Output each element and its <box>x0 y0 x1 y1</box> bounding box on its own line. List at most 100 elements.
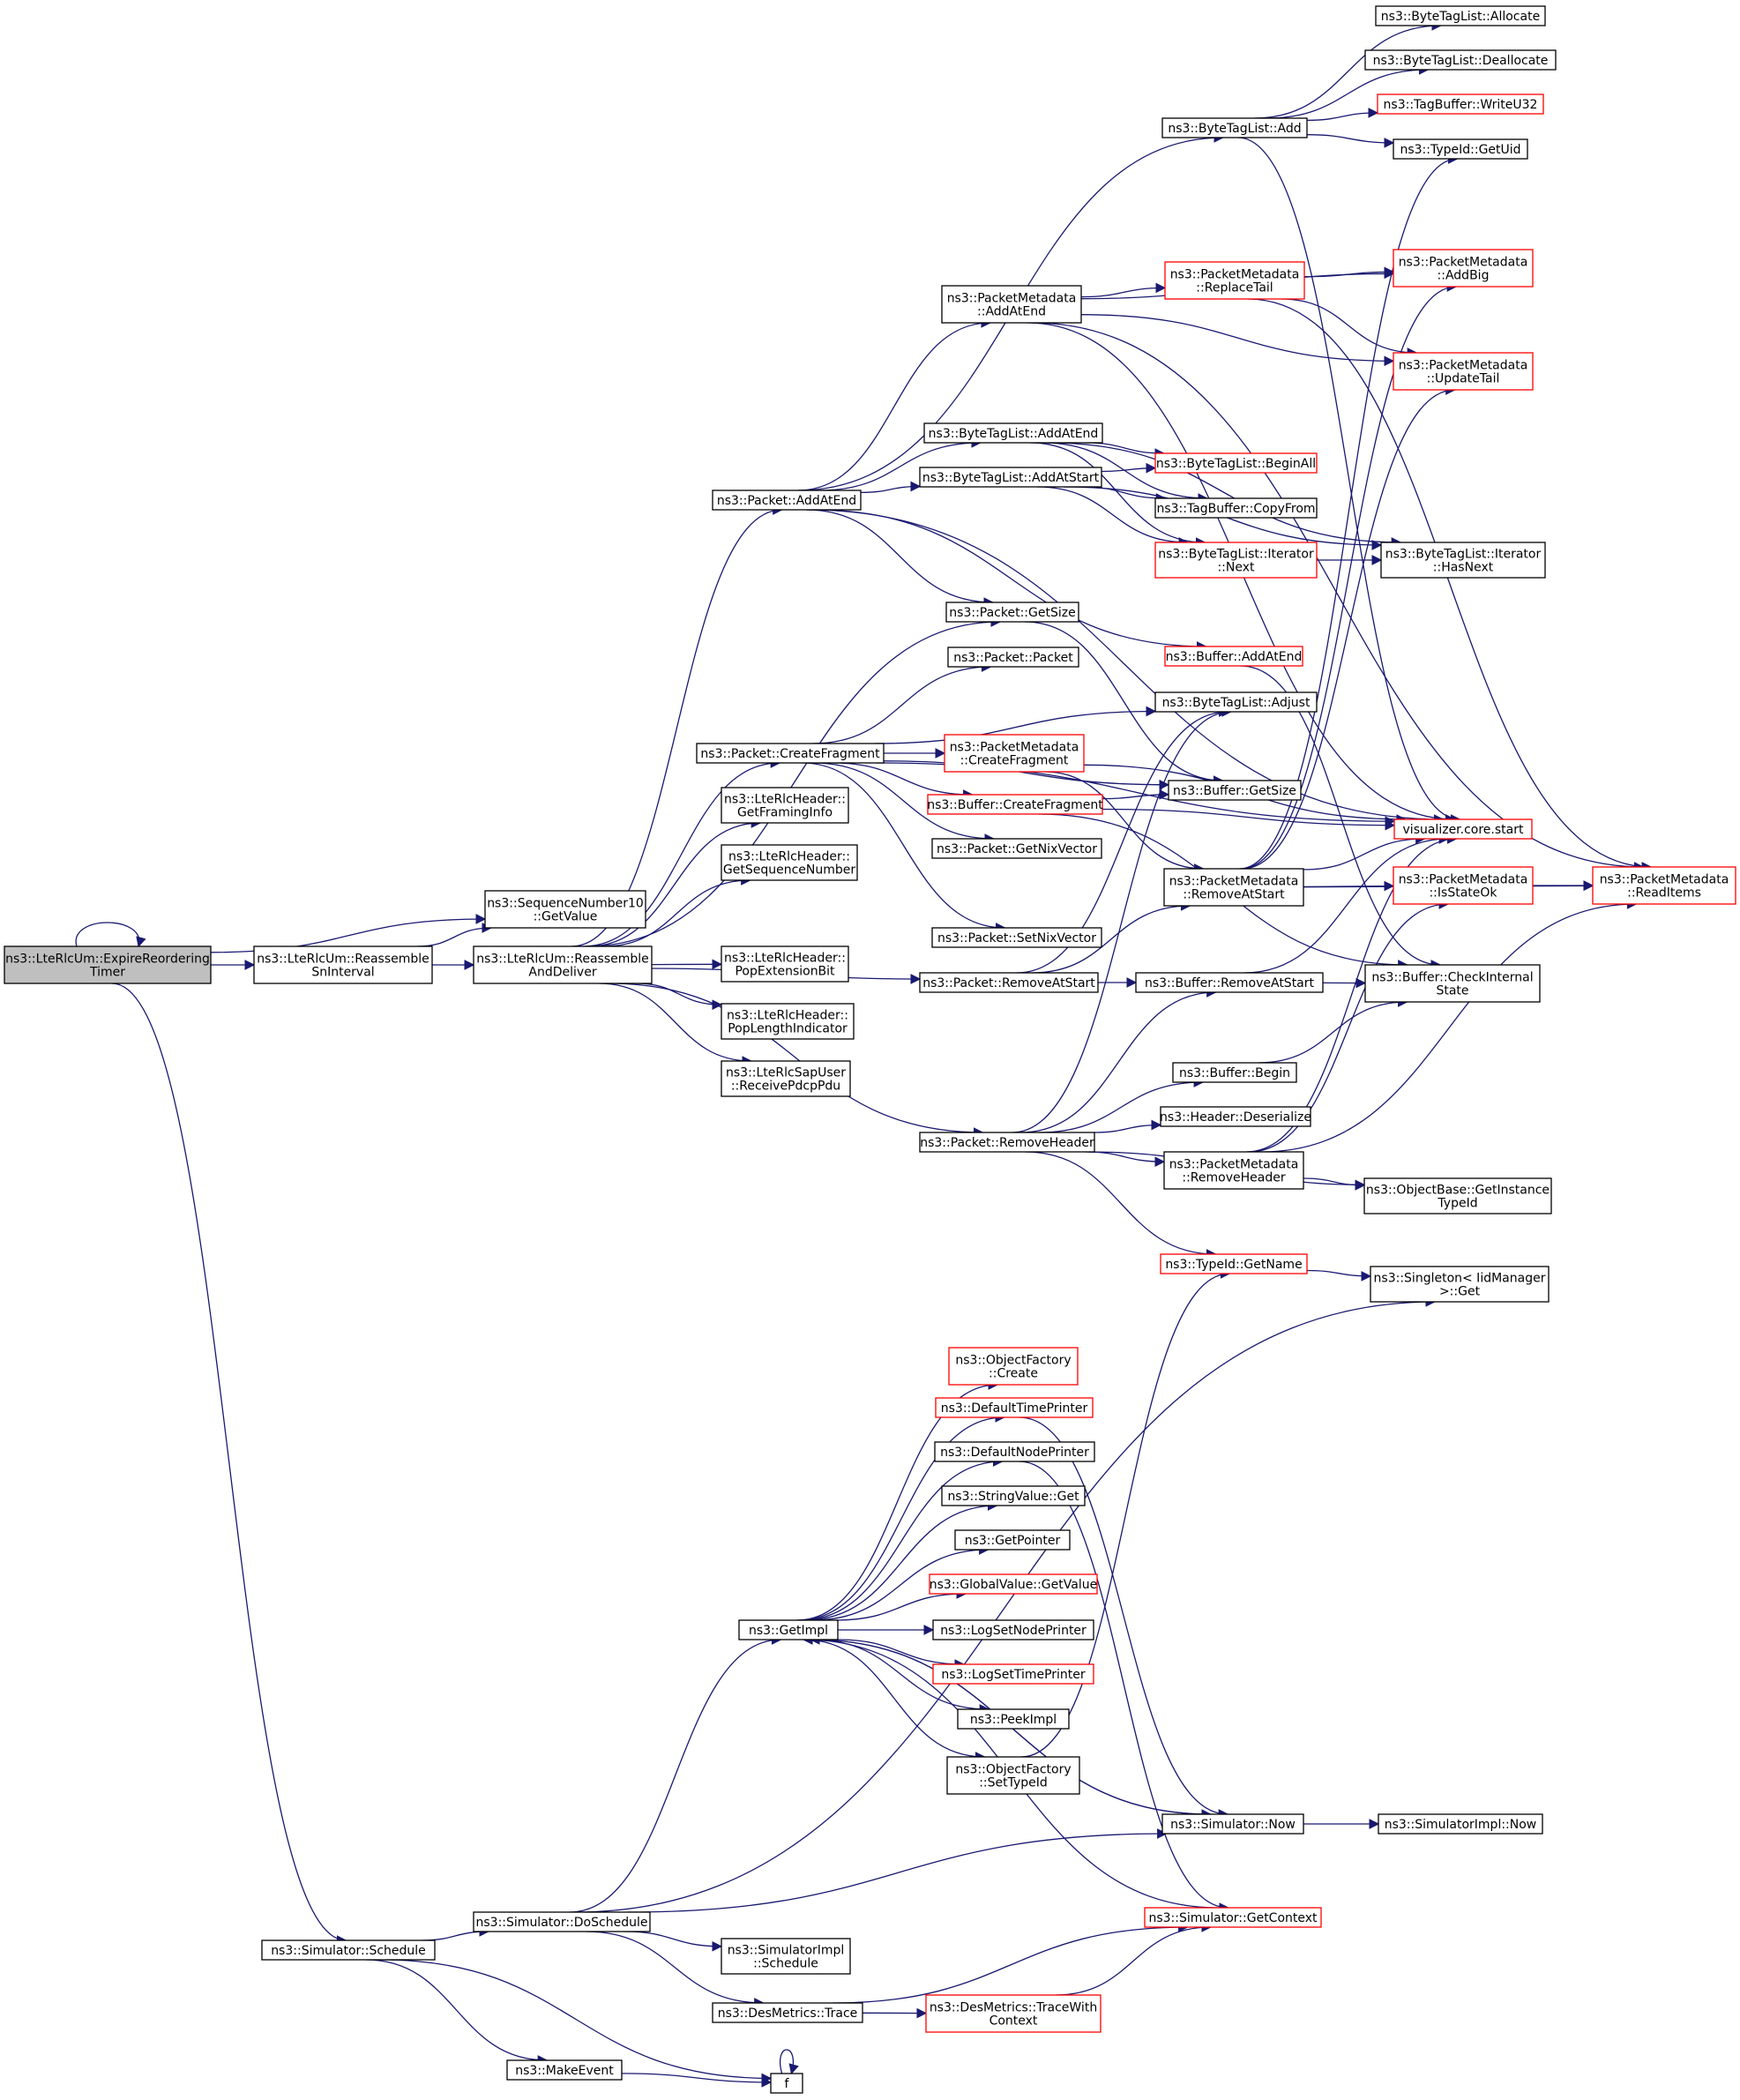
edge-pktRemoveAtStart-to-btlAdjust <box>1016 706 1229 974</box>
node-label: ns3::ByteTagList::Iterator <box>1385 548 1542 562</box>
node-strValueGet[interactable]: ns3::StringValue::Get <box>941 1485 1086 1506</box>
edge-reassembleDeliver-to-pktCreateFrag <box>582 758 781 947</box>
node-pktAddAtEnd[interactable]: ns3::Packet::AddAtEnd <box>712 490 862 511</box>
edge-pktRemoveHeader-to-bufBegin <box>1038 1077 1205 1133</box>
edge-simSchedule-to-fFunc <box>380 1959 773 2084</box>
node-hdrPopExt[interactable]: ns3::LteRlcHeader::PopExtensionBit <box>721 945 849 983</box>
node-hdrPopLen[interactable]: ns3::LteRlcHeader::PopLengthIndicator <box>721 1003 855 1040</box>
node-hdrFraming[interactable]: ns3::LteRlcHeader::GetFramingInfo <box>721 787 849 824</box>
node-pktSetNix[interactable]: ns3::Packet::SetNixVector <box>931 927 1102 948</box>
node-label: ::HasNext <box>1433 561 1494 575</box>
edge-desTraceCtx-to-simGetContext <box>1055 1922 1213 1996</box>
node-btlDeallocate[interactable]: ns3::ByteTagList::Deallocate <box>1364 49 1557 71</box>
edge-bufCreateFrag-to-bufGetSize <box>1102 788 1170 800</box>
node-label: ns3::PacketMetadata <box>1170 268 1300 282</box>
node-label: ::ReplaceTail <box>1196 281 1273 295</box>
node-label: ns3::ByteTagList::BeginAll <box>1156 457 1316 471</box>
node-bufCreateFrag[interactable]: ns3::Buffer::CreateFragment <box>927 794 1103 815</box>
node-pmReadItems[interactable]: ns3::PacketMetadata::ReadItems <box>1592 866 1736 905</box>
node-label: ns3::LogSetTimePrinter <box>941 1668 1086 1682</box>
node-btlItHasNext[interactable]: ns3::ByteTagList::Iterator::HasNext <box>1380 542 1546 579</box>
node-box <box>919 467 1102 488</box>
node-pmReplaceTail[interactable]: ns3::PacketMetadata::ReplaceTail <box>1164 261 1305 300</box>
node-pktCreateFrag[interactable]: ns3::Packet::CreateFragment <box>696 743 885 764</box>
node-btlBeginAll[interactable]: ns3::ByteTagList::BeginAll <box>1154 452 1318 474</box>
node-btlAllocate[interactable]: ns3::ByteTagList::Allocate <box>1375 5 1546 26</box>
node-box <box>946 1756 1080 1795</box>
node-bufAddAtEnd[interactable]: ns3::Buffer::AddAtEnd <box>1164 646 1303 667</box>
node-btlAddAtEnd[interactable]: ns3::ByteTagList::AddAtEnd <box>923 422 1103 444</box>
node-label: ns3::Simulator::Now <box>1170 1818 1296 1832</box>
node-label: AndDeliver <box>528 966 596 980</box>
node-seqGet[interactable]: ns3::SequenceNumber10::GetValue <box>484 890 646 929</box>
node-makeEvent[interactable]: ns3::MakeEvent <box>506 2059 623 2081</box>
node-btlAddAtStart[interactable]: ns3::ByteTagList::AddAtStart <box>919 467 1102 488</box>
node-getPointer[interactable]: ns3::GetPointer <box>954 1529 1071 1551</box>
edge-btlAdd-to-typeGetUid <box>1306 134 1395 148</box>
node-bufRemoveAtStart[interactable]: ns3::Buffer::RemoveAtStart <box>1135 972 1324 993</box>
node-pktRemoveAtStart[interactable]: ns3::Packet::RemoveAtStart <box>919 972 1099 993</box>
node-simNow[interactable]: ns3::Simulator::Now <box>1161 1813 1304 1835</box>
node-bufGetSize[interactable]: ns3::Buffer::GetSize <box>1168 780 1302 801</box>
node-tbWriteU32[interactable]: ns3::TagBuffer::WriteU32 <box>1377 93 1544 115</box>
node-pmIsStateOk[interactable]: ns3::PacketMetadata::IsStateOk <box>1393 866 1534 905</box>
node-ofSetTypeId[interactable]: ns3::ObjectFactory::SetTypeId <box>946 1756 1080 1795</box>
node-singletonGet[interactable]: ns3::Singleton< IidManager>::Get <box>1370 1266 1550 1303</box>
node-simGetContext[interactable]: ns3::Simulator::GetContext <box>1144 1907 1322 1928</box>
node-pktPacket[interactable]: ns3::Packet::Packet <box>947 646 1079 668</box>
node-box <box>1592 866 1736 905</box>
node-pmAddBig[interactable]: ns3::PacketMetadata::AddBig <box>1393 249 1534 288</box>
node-pktGetNix[interactable]: ns3::Packet::GetNixVector <box>931 838 1102 859</box>
node-vizStart[interactable]: visualizer.core.start <box>1393 818 1533 840</box>
node-desTrace[interactable]: ns3::DesMetrics::Trace <box>712 2002 863 2023</box>
node-pmUpdateTail[interactable]: ns3::PacketMetadata::UpdateTail <box>1393 352 1534 391</box>
node-pmAddAtEnd[interactable]: ns3::PacketMetadata::AddAtEnd <box>941 285 1082 324</box>
node-logSetNode[interactable]: ns3::LogSetNodePrinter <box>932 1619 1094 1640</box>
node-gvGetValue[interactable]: ns3::GlobalValue::GetValue <box>929 1573 1098 1595</box>
edge-pmCreateFrag-to-pmRemoveAtStart <box>1044 771 1205 874</box>
node-defTimePrinter[interactable]: ns3::DefaultTimePrinter <box>935 1397 1094 1418</box>
node-label: ns3::LogSetNodePrinter <box>940 1624 1087 1638</box>
node-simImplSchedule[interactable]: ns3::SimulatorImpl::Schedule <box>721 1938 851 1975</box>
node-label: ns3::Buffer::RemoveAtStart <box>1145 976 1315 990</box>
node-typeGetName[interactable]: ns3::TypeId::GetName <box>1160 1253 1308 1274</box>
node-pmRemoveAtStart[interactable]: ns3::PacketMetadata::RemoveAtStart <box>1163 868 1304 907</box>
node-label: ns3::GetImpl <box>749 1624 828 1638</box>
node-hdrDeserialize[interactable]: ns3::Header::Deserialize <box>1160 1106 1311 1127</box>
node-pktRemoveHeader[interactable]: ns3::Packet::RemoveHeader <box>919 1132 1095 1153</box>
node-bufBegin[interactable]: ns3::Buffer::Begin <box>1172 1062 1297 1083</box>
node-btlAdjust[interactable]: ns3::ByteTagList::Adjust <box>1154 691 1318 713</box>
node-box <box>1380 542 1546 579</box>
node-pmRemoveHeader[interactable]: ns3::PacketMetadata::RemoveHeader <box>1163 1151 1304 1190</box>
node-simSchedule[interactable]: ns3::Simulator::Schedule <box>261 1939 436 1961</box>
node-btlAdd[interactable]: ns3::ByteTagList::Add <box>1161 117 1308 138</box>
node-box <box>721 1003 855 1040</box>
node-pktGetSize[interactable]: ns3::Packet::GetSize <box>945 602 1079 623</box>
node-sapRecv[interactable]: ns3::LteRlcSapUser::ReceivePdcpPdu <box>721 1060 851 1097</box>
node-pmCreateFrag[interactable]: ns3::PacketMetadata::CreateFragment <box>944 734 1085 773</box>
node-ofCreate[interactable]: ns3::ObjectFactory::Create <box>948 1347 1079 1386</box>
node-box <box>473 945 653 984</box>
node-defNodePrinter[interactable]: ns3::DefaultNodePrinter <box>934 1441 1095 1462</box>
node-simDoSchedule[interactable]: ns3::Simulator::DoSchedule <box>473 1911 651 1932</box>
node-peekImpl[interactable]: ns3::PeekImpl <box>957 1708 1070 1730</box>
node-hdrSeq[interactable]: ns3::LteRlcHeader::GetSequenceNumber <box>721 844 858 881</box>
edge-pktCreateFrag-to-bufGetSize <box>883 760 1170 790</box>
node-box <box>957 1708 1070 1730</box>
node-logSetTime[interactable]: ns3::LogSetTimePrinter <box>932 1663 1094 1685</box>
node-label: ns3::Header::Deserialize <box>1160 1110 1311 1125</box>
node-fFunc[interactable]: f <box>770 2073 803 2094</box>
edge-bufRemoveAtStart-to-vizStart <box>1243 833 1450 974</box>
node-simImplNow[interactable]: ns3::SimulatorImpl::Now <box>1378 1813 1543 1835</box>
node-box <box>473 1911 651 1932</box>
node-btlItNext[interactable]: ns3::ByteTagList::Iterator::Next <box>1154 542 1318 579</box>
node-tbCopyFrom[interactable]: ns3::TagBuffer::CopyFrom <box>1154 497 1318 519</box>
node-getImpl[interactable]: ns3::GetImpl <box>738 1619 839 1640</box>
node-typeGetUid[interactable]: ns3::TypeId::GetUid <box>1393 138 1528 160</box>
